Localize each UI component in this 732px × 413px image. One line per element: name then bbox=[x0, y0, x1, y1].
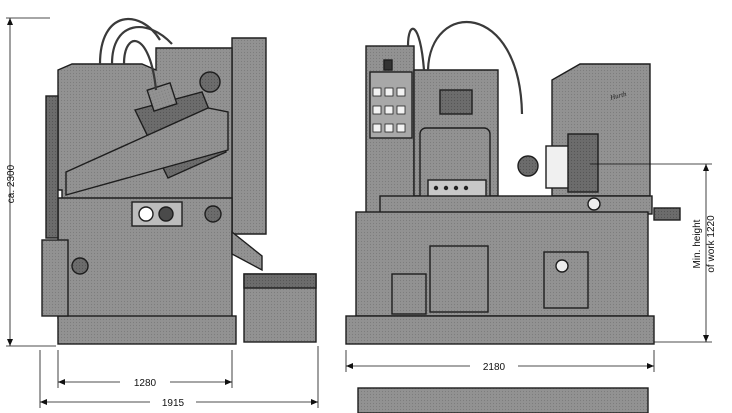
front-cabinet-knob bbox=[555, 259, 569, 273]
front-view bbox=[345, 21, 681, 413]
front-right-cabinet bbox=[543, 251, 589, 309]
dim-height-label: ca. 2300 bbox=[6, 164, 17, 203]
dimension-arrows bbox=[7, 18, 709, 405]
front-gauge bbox=[517, 155, 539, 177]
side-base bbox=[57, 315, 237, 345]
front-table-wheel bbox=[587, 197, 601, 211]
side-motor-cap bbox=[146, 81, 178, 113]
side-pedestal bbox=[41, 239, 69, 317]
front-hose-1 bbox=[406, 27, 426, 71]
front-left-cabinet bbox=[391, 273, 427, 315]
side-head-guard bbox=[65, 107, 229, 196]
front-indicator-grid bbox=[372, 87, 406, 133]
dim-min-height-line1: Min. height bbox=[692, 219, 703, 268]
side-knob-upper bbox=[199, 71, 221, 93]
side-aux-top bbox=[243, 273, 317, 289]
front-fixture bbox=[567, 133, 599, 193]
side-hose-1 bbox=[98, 17, 161, 65]
front-handwheel bbox=[653, 207, 681, 221]
side-hose-3 bbox=[122, 40, 158, 91]
plan-view-strip bbox=[357, 387, 649, 413]
front-vent-grille bbox=[439, 89, 473, 115]
side-control-strip bbox=[45, 95, 59, 239]
side-knob-right bbox=[204, 205, 222, 223]
front-base bbox=[345, 315, 655, 345]
front-hose-2 bbox=[426, 21, 524, 115]
side-gauge-1 bbox=[138, 206, 154, 222]
side-chute bbox=[231, 230, 263, 272]
side-gauge-2 bbox=[158, 206, 174, 222]
dim-1915-label: 1915 bbox=[162, 398, 185, 409]
side-pedestal-knob bbox=[71, 257, 89, 275]
dim-2180-label: 2180 bbox=[483, 362, 506, 373]
front-top-switch bbox=[383, 59, 393, 71]
side-view bbox=[41, 17, 317, 345]
dimension-lines bbox=[6, 17, 712, 408]
dim-min-height-line2: of work 1220 bbox=[706, 215, 717, 273]
side-hose-2 bbox=[110, 26, 173, 65]
dim-1280-label: 1280 bbox=[134, 378, 157, 389]
side-rear-panel bbox=[231, 37, 267, 235]
front-lower-door bbox=[429, 245, 489, 313]
